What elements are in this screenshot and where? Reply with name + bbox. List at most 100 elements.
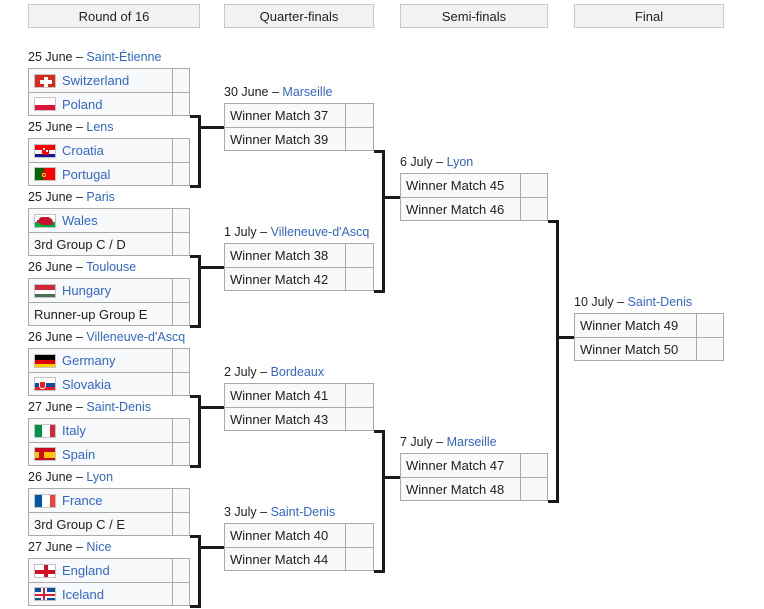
team-name[interactable]: Iceland: [62, 586, 104, 602]
connector-spine: [556, 220, 559, 503]
score-cell: [520, 198, 547, 220]
score-cell: [172, 583, 189, 605]
flag-icon-italy: [34, 423, 56, 438]
score-cell: [172, 209, 189, 232]
match-venue[interactable]: Saint-Étienne: [86, 50, 162, 64]
score-cell: [345, 524, 373, 547]
match-venue[interactable]: Nice: [86, 540, 112, 554]
score-cell: [172, 513, 189, 535]
team-cell: Winner Match 41: [225, 384, 345, 407]
table-row: Croatia: [29, 139, 189, 162]
connector-stub: [374, 290, 385, 293]
team-name[interactable]: Germany: [62, 353, 116, 368]
team-name[interactable]: Hungary: [62, 283, 112, 298]
team-cell: Winner Match 46: [401, 198, 520, 220]
team-name[interactable]: Italy: [62, 423, 86, 438]
team-cell: Germany: [29, 349, 172, 372]
match-venue[interactable]: Toulouse: [86, 260, 137, 274]
match-venue[interactable]: Villeneuve-d'Ascq: [270, 225, 370, 239]
match-r16-3: Wales 3rd Group C / D: [28, 208, 190, 256]
team-name: Winner Match 38: [230, 248, 329, 263]
score-cell: [520, 478, 547, 500]
connector-stub: [374, 150, 385, 153]
score-cell: [172, 139, 189, 162]
score-cell: [520, 174, 547, 197]
match-venue[interactable]: Lyon: [86, 470, 114, 484]
team-cell: Iceland: [29, 583, 172, 605]
caption-separator: –: [75, 330, 83, 344]
caption-separator: –: [75, 540, 83, 554]
score-cell: [172, 559, 189, 582]
team-name[interactable]: France: [62, 493, 103, 508]
match-caption: 2 July – Bordeaux: [224, 365, 324, 380]
connector-out: [198, 126, 224, 129]
team-name: 3rd Group C / D: [34, 236, 126, 252]
team-name[interactable]: Croatia: [62, 143, 104, 158]
score-cell: [172, 163, 189, 185]
team-name: Winner Match 49: [580, 318, 679, 333]
match-venue[interactable]: Saint-Denis: [627, 295, 693, 309]
table-row: Winner Match 45: [401, 174, 547, 197]
connector-spine: [198, 255, 201, 328]
team-cell: Winner Match 40: [225, 524, 345, 547]
match-venue[interactable]: Paris: [86, 190, 115, 204]
round-header-2: Quarter-finals: [224, 4, 374, 28]
flag-icon-wales: [34, 213, 56, 228]
round-header-label: Round of 16: [78, 8, 150, 24]
match-venue[interactable]: Villeneuve-d'Ascq: [86, 330, 186, 344]
team-name[interactable]: Poland: [62, 96, 103, 112]
caption-separator: –: [617, 295, 625, 309]
score-cell: [172, 279, 189, 302]
table-row: Hungary: [29, 279, 189, 302]
table-row: Slovakia: [29, 372, 189, 395]
caption-separator: –: [75, 400, 83, 414]
team-cell: Spain: [29, 443, 172, 465]
team-name[interactable]: England: [62, 563, 110, 578]
team-name[interactable]: Portugal: [62, 166, 111, 182]
connector-out: [198, 546, 224, 549]
score-cell: [172, 69, 189, 92]
round-header-3: Semi-finals: [400, 4, 548, 28]
score-cell: [172, 489, 189, 512]
table-row: Spain: [29, 442, 189, 465]
team-name[interactable]: Slovakia: [62, 376, 112, 392]
connector-stub: [374, 430, 385, 433]
match-venue[interactable]: Lyon: [446, 155, 474, 169]
match-venue[interactable]: Saint-Denis: [270, 505, 336, 519]
match-venue[interactable]: Saint-Denis: [86, 400, 152, 414]
match-final: Winner Match 49 Winner Match 50: [574, 313, 724, 361]
caption-separator: –: [75, 190, 83, 204]
match-venue[interactable]: Lens: [86, 120, 114, 134]
match-venue[interactable]: Bordeaux: [270, 365, 325, 379]
team-name: Winner Match 43: [230, 411, 329, 427]
team-name[interactable]: Spain: [62, 446, 96, 462]
connector-stub: [374, 570, 385, 573]
match-date: 30 June: [224, 85, 269, 99]
team-cell: Winner Match 37: [225, 104, 345, 127]
table-row: 3rd Group C / E: [29, 512, 189, 535]
connector-stub: [548, 500, 559, 503]
caption-separator: –: [75, 470, 83, 484]
score-cell: [172, 443, 189, 465]
match-venue[interactable]: Marseille: [282, 85, 333, 99]
table-row: Wales: [29, 209, 189, 232]
team-cell: Winner Match 49: [575, 314, 696, 337]
team-name: Winner Match 48: [406, 481, 505, 497]
team-name[interactable]: Wales: [62, 213, 98, 228]
team-cell: Winner Match 48: [401, 478, 520, 500]
table-row: Winner Match 50: [575, 337, 723, 360]
team-name[interactable]: Switzerland: [62, 73, 130, 88]
match-date: 1 July: [224, 225, 257, 239]
flag-icon-switzerland: [34, 73, 56, 88]
score-cell: [172, 233, 189, 255]
team-cell: Winner Match 43: [225, 408, 345, 430]
round-header-label: Final: [634, 8, 664, 24]
match-caption: 30 June – Marseille: [224, 85, 332, 100]
match-caption: 25 June – Paris: [28, 190, 115, 205]
match-venue[interactable]: Marseille: [446, 435, 497, 449]
score-cell: [696, 338, 723, 360]
table-row: France: [29, 489, 189, 512]
